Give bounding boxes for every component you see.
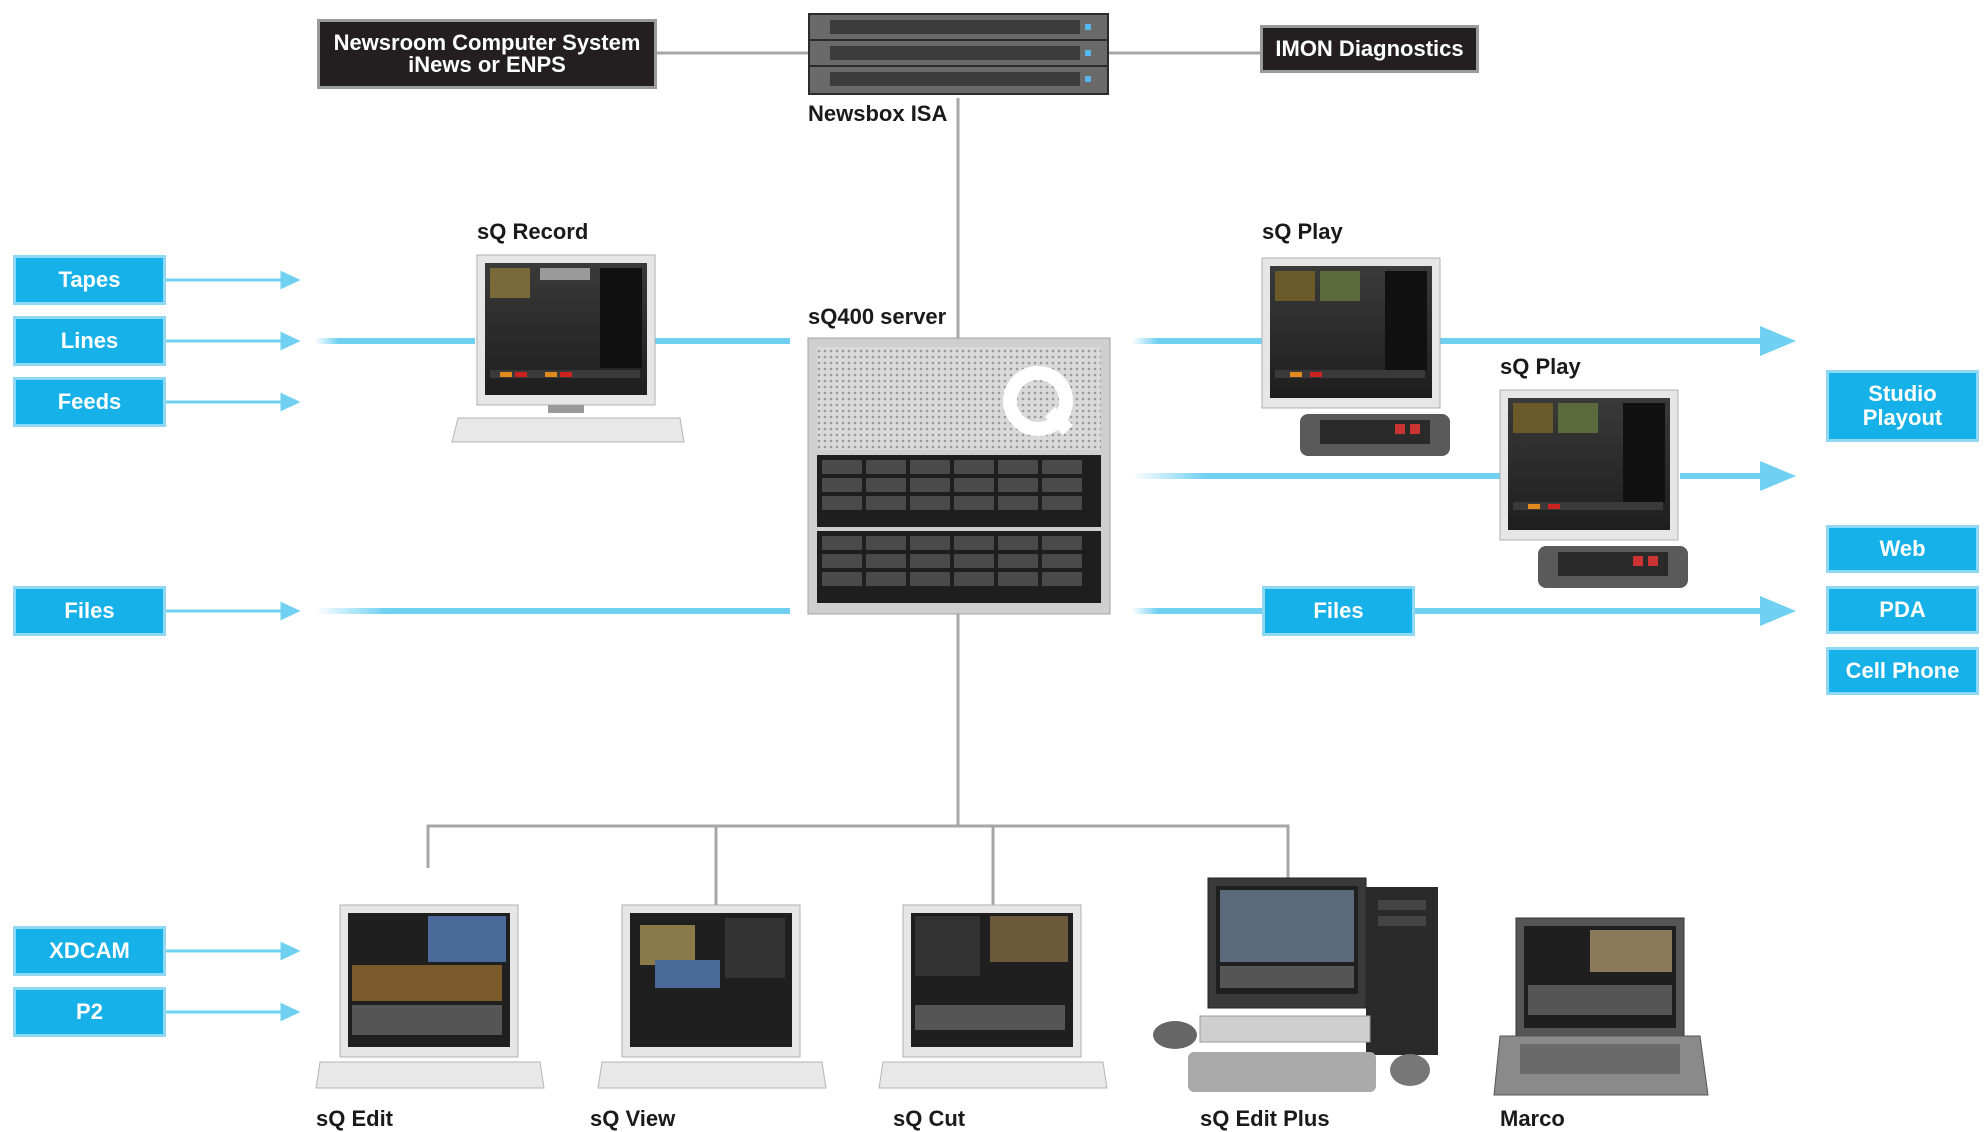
sq-play-1-label: sQ Play: [1262, 219, 1343, 244]
input-lines: Lines: [13, 316, 166, 366]
input-xdcam: XDCAM: [13, 926, 166, 976]
output-cell-phone: Cell Phone: [1826, 647, 1979, 695]
sq400-server: [807, 337, 1111, 615]
input-p2: P2: [13, 987, 166, 1037]
sq-view-label: sQ View: [590, 1106, 676, 1131]
sq-view-workstation: [597, 904, 827, 1089]
sq400-server-label: sQ400 server: [808, 304, 947, 329]
sq-cut-label: sQ Cut: [893, 1106, 966, 1131]
sq-edit-label: sQ Edit: [316, 1106, 394, 1131]
newsroom-line-1: Newsroom Computer System: [333, 30, 641, 55]
sq-record-label: sQ Record: [477, 219, 589, 244]
studio-line-2: Playout: [1862, 405, 1943, 430]
sq-edit-plus-label: sQ Edit Plus: [1200, 1106, 1330, 1131]
output-pda: PDA: [1826, 586, 1979, 634]
marco-label: Marco: [1500, 1106, 1565, 1131]
input-files: Files: [13, 586, 166, 636]
marco-laptop: [1493, 917, 1709, 1096]
sq-cut-workstation: [878, 904, 1108, 1089]
studio-line-1: Studio: [1868, 381, 1937, 406]
newsroom-system-box: Newsroom Computer System iNews or ENPS: [317, 19, 657, 89]
output-web: Web: [1826, 525, 1979, 573]
flow-bars: [315, 326, 1796, 626]
input-arrows: [166, 270, 301, 1022]
input-tapes: Tapes: [13, 255, 166, 305]
newsroom-line-2: iNews or ENPS: [408, 52, 566, 77]
input-feeds: Feeds: [13, 377, 166, 427]
imon-diagnostics-box: IMON Diagnostics: [1260, 25, 1479, 73]
sq-play-2-label: sQ Play: [1500, 354, 1581, 379]
sq-play-2-workstation: [1499, 389, 1688, 588]
output-files-box: Files: [1262, 586, 1415, 636]
newsbox-rack: [808, 13, 1109, 95]
newsbox-label: Newsbox ISA: [808, 101, 948, 126]
sq-play-1-workstation: [1261, 257, 1450, 456]
imon-label: IMON Diagnostics: [1275, 36, 1464, 61]
sq-edit-workstation: [315, 904, 545, 1089]
connector-lines: [426, 51, 1290, 905]
sq-edit-plus-workstation: [1153, 877, 1438, 1092]
sq-record-workstation: [451, 254, 685, 443]
output-studio-playout: Studio Playout: [1826, 370, 1979, 442]
